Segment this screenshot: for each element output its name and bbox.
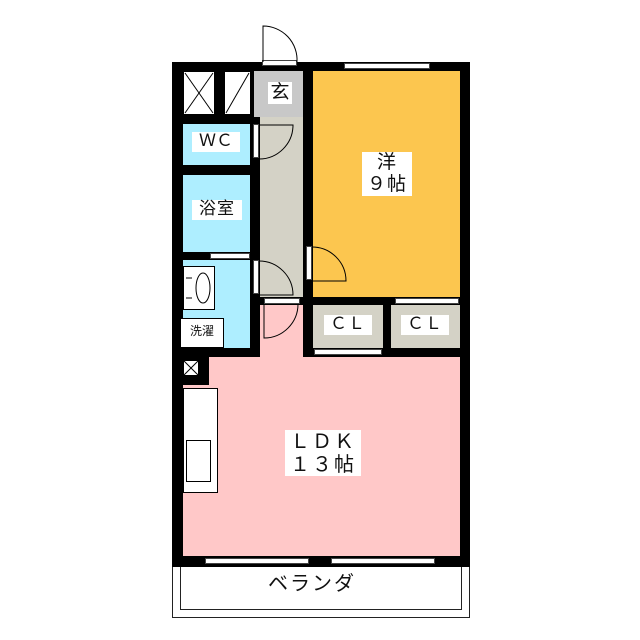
washroom-door[interactable] [253,260,259,294]
wc-label: ＷＣ [192,131,240,152]
western-room-name: 洋 [376,151,397,173]
closet-2-label: ＣＬ [401,314,449,335]
ldk-name: ＬＤＫ [290,429,356,453]
door-swing-icon [258,260,294,296]
storage-slash-icon [225,72,250,114]
pipe-x-icon [183,360,199,376]
hallway [260,305,303,357]
ldk-window-2[interactable] [331,558,435,564]
western-room-door[interactable] [306,246,312,280]
hall-door[interactable] [264,298,300,304]
kitchen-sink [186,440,211,482]
closet-1-door[interactable] [314,349,382,355]
door-swing-icon [258,124,294,160]
door-swing-icon [262,25,298,63]
corridor [260,117,303,297]
storage-x-icon [184,72,214,114]
bathroom-label: 浴室 [192,199,242,220]
door-swing-icon [263,303,299,339]
ldk-size: １３帖 [290,452,356,476]
door-swing-icon [311,246,347,282]
washbasin-bowl-icon [186,272,211,304]
western-room-size: ９帖 [366,172,407,195]
ldk-label: ＬＤＫ １３帖 [285,430,361,476]
western-room-label: 洋 ９帖 [362,151,412,196]
entrance-door[interactable] [262,60,297,66]
closet-1-label: ＣＬ [324,314,372,335]
bath-door[interactable] [210,253,250,259]
ldk-window-1[interactable] [205,558,309,564]
wc-door[interactable] [253,124,259,158]
laundry-label: 洗濯 [184,324,220,339]
balcony-label: ベランダ [268,571,356,595]
closet-door[interactable] [395,298,459,304]
western-room-window[interactable] [344,63,430,69]
entrance-label: 玄 [268,81,292,104]
